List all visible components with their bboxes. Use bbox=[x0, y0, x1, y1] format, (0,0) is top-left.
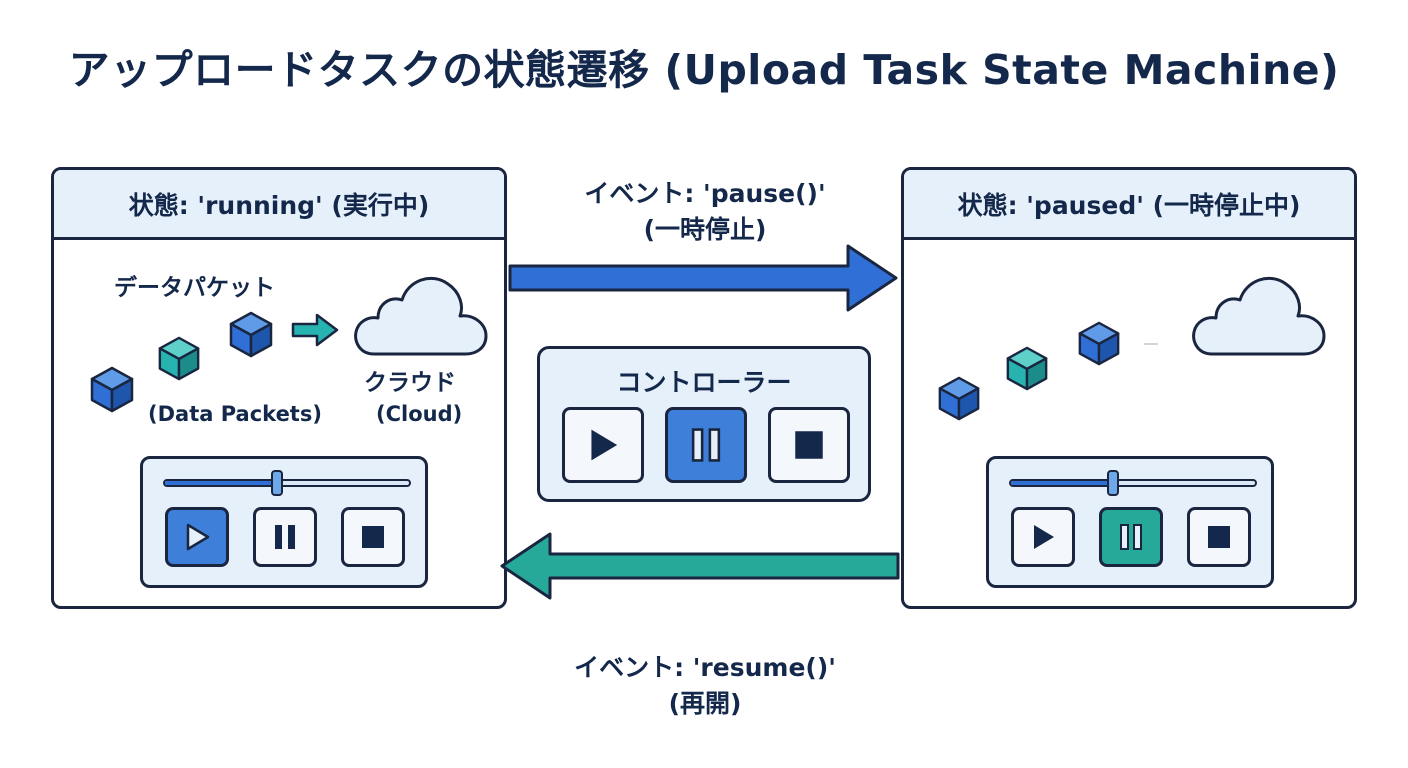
event-resume-line1: イベント: 'resume()' bbox=[574, 653, 836, 682]
pause-icon bbox=[691, 428, 721, 462]
controller-pause-button[interactable] bbox=[665, 407, 747, 483]
arrow-right-icon bbox=[291, 313, 339, 347]
stop-icon bbox=[1208, 526, 1230, 548]
data-packets-label-en: (Data Packets) bbox=[148, 402, 322, 426]
cloud-icon bbox=[354, 276, 488, 356]
slider-knob[interactable] bbox=[271, 470, 284, 496]
cube-icon bbox=[158, 336, 200, 381]
event-resume-label: イベント: 'resume()' (再開) bbox=[510, 650, 900, 722]
cloud-icon bbox=[1192, 276, 1326, 356]
cube-icon bbox=[1006, 346, 1048, 391]
event-resume-line2: (再開) bbox=[668, 689, 742, 718]
controller-play-button[interactable] bbox=[562, 407, 644, 483]
play-icon bbox=[1034, 525, 1054, 549]
state-paused-panel: 状態: 'paused' (一時停止中) bbox=[901, 167, 1357, 609]
stop-icon bbox=[795, 431, 823, 459]
page-title: アップロードタスクの状態遷移 (Upload Task State Machin… bbox=[68, 46, 1340, 94]
play-icon bbox=[591, 429, 618, 461]
cube-icon bbox=[229, 311, 273, 358]
event-pause-label: イベント: 'pause()' (一時停止) bbox=[510, 176, 900, 248]
data-packets-label: データパケット bbox=[114, 275, 275, 301]
player-widget bbox=[986, 456, 1274, 588]
stop-button[interactable] bbox=[1187, 507, 1251, 567]
cloud-label-en: (Cloud) bbox=[376, 402, 463, 426]
state-running-header: 状態: 'running' (実行中) bbox=[54, 170, 504, 240]
cube-icon bbox=[90, 366, 134, 413]
progress-fill bbox=[1011, 481, 1114, 485]
cloud-label: クラウド bbox=[364, 370, 456, 396]
resume-transition-arrow bbox=[500, 532, 900, 600]
cube-icon bbox=[1078, 321, 1120, 366]
pause-transition-arrow bbox=[508, 244, 898, 312]
paused-dash bbox=[1144, 343, 1158, 345]
event-pause-line2: (一時停止) bbox=[643, 215, 767, 244]
progress-fill bbox=[165, 481, 278, 485]
progress-slider[interactable] bbox=[163, 470, 411, 496]
pause-button[interactable] bbox=[253, 507, 317, 567]
pause-icon bbox=[275, 525, 295, 549]
controller-panel: コントローラー bbox=[537, 346, 871, 502]
state-running-panel: 状態: 'running' (実行中) データパケット (Data Packet… bbox=[51, 167, 507, 609]
stop-icon bbox=[362, 526, 384, 548]
player-widget bbox=[140, 456, 428, 588]
cube-icon bbox=[938, 376, 980, 421]
state-paused-header: 状態: 'paused' (一時停止中) bbox=[904, 170, 1354, 240]
stop-button[interactable] bbox=[341, 507, 405, 567]
play-button[interactable] bbox=[1011, 507, 1075, 567]
controller-stop-button[interactable] bbox=[768, 407, 850, 483]
pause-icon bbox=[1120, 524, 1142, 550]
pause-button[interactable] bbox=[1099, 507, 1163, 567]
controller-title: コントローラー bbox=[616, 368, 792, 397]
progress-slider[interactable] bbox=[1009, 470, 1257, 496]
slider-knob[interactable] bbox=[1107, 470, 1120, 496]
play-icon bbox=[186, 523, 210, 551]
play-button[interactable] bbox=[165, 507, 229, 567]
event-pause-line1: イベント: 'pause()' bbox=[584, 179, 826, 208]
